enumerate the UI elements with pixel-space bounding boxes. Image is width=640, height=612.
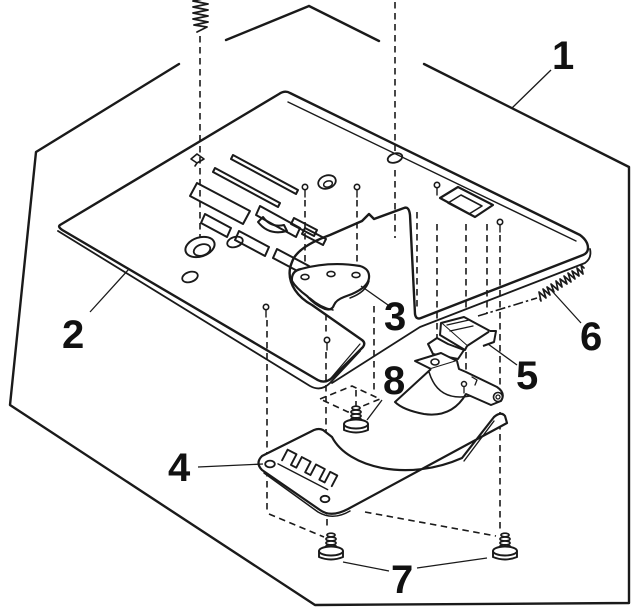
latch-button xyxy=(427,316,497,360)
part-label-1: 1 xyxy=(552,34,574,78)
spring-axis-line xyxy=(477,297,538,317)
stopper-plate xyxy=(290,262,371,311)
top-coil-spring xyxy=(192,0,209,33)
needle-plate xyxy=(57,90,592,390)
callout-labels: 1 2 3 4 5 6 7 8 xyxy=(62,34,602,602)
part-label-3: 3 xyxy=(384,295,406,339)
screw-7-right xyxy=(492,532,518,561)
needle-plate-holes xyxy=(181,152,495,284)
assembly-dashed-lines xyxy=(199,2,501,538)
part-label-2: 2 xyxy=(62,313,84,357)
part-label-5: 5 xyxy=(516,354,538,398)
part-label-7: 7 xyxy=(391,558,413,602)
small-screw-pins xyxy=(262,181,504,351)
part-label-4: 4 xyxy=(168,446,191,490)
screw-7-left xyxy=(318,532,344,561)
setscrew-8 xyxy=(343,405,369,434)
mounting-bracket xyxy=(394,352,504,416)
background-panel xyxy=(8,4,631,607)
part-label-8: 8 xyxy=(383,359,405,403)
plate-chamfer-line xyxy=(287,101,577,242)
grip-ribs xyxy=(277,448,339,491)
callout-leader-lines xyxy=(89,69,582,572)
slide-cover-plate xyxy=(257,412,509,517)
part-label-6: 6 xyxy=(580,315,602,359)
coil-spring-6 xyxy=(538,264,585,302)
feed-dog-slots xyxy=(189,154,327,276)
